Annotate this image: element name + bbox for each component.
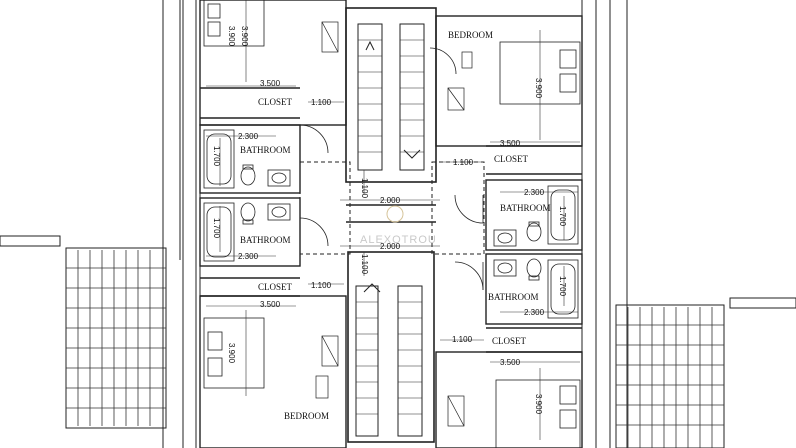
label-closet-bottom-left: CLOSET [258, 282, 293, 292]
dim-3500-b: 3.500 [500, 139, 521, 148]
dim-3900-b: 3.900 [227, 26, 236, 47]
exterior-walls-right [581, 0, 628, 448]
dim-1100-b: 1.100 [453, 158, 474, 167]
dim-3900-e: 3.900 [227, 343, 236, 364]
left-unit-walls [199, 0, 347, 448]
watermark: ALEXOTROU [360, 205, 437, 246]
dimension-lines [206, 0, 580, 440]
bed-icons [203, 0, 581, 448]
dim-1700-a: 1.700 [212, 146, 221, 167]
dim-1100-c: 1.100 [311, 281, 332, 290]
bathroom-fixtures [203, 129, 579, 319]
dim-1100-d: 1.100 [452, 335, 473, 344]
label-closet-top-left: CLOSET [258, 97, 293, 107]
right-unit-walls [435, 15, 583, 448]
left-pergola [0, 235, 167, 429]
dim-1100-e: 1.100 [360, 178, 369, 199]
dim-3500-d: 3.500 [500, 358, 521, 367]
dim-3900-a: 3.900 [240, 26, 249, 47]
label-bathroom-4: BATHROOM [488, 292, 539, 302]
label-bedroom-top-right: BEDROOM [448, 30, 493, 40]
label-closet-top-right: CLOSET [494, 154, 529, 164]
exterior-walls-left [162, 0, 201, 448]
dim-1700-c: 1.700 [558, 206, 567, 227]
label-bathroom-3: BATHROOM [500, 203, 551, 213]
label-bathroom-2: BATHROOM [240, 235, 291, 245]
dim-1100-f: 1.100 [360, 254, 369, 275]
dim-2300-c: 2.300 [524, 188, 545, 197]
dim-2300-b: 2.300 [238, 252, 259, 261]
dim-2000-b: 2.000 [380, 242, 401, 251]
staircase-bottom [347, 251, 435, 443]
watermark-text: ALEXOTROU [360, 234, 437, 246]
label-closet-bottom-right: CLOSET [492, 336, 527, 346]
closet-hatching [315, 21, 473, 427]
dim-1700-b: 1.700 [212, 218, 221, 239]
dim-3500-c: 3.500 [260, 300, 281, 309]
dim-3900-d: 3.900 [534, 394, 543, 415]
door-swings [299, 47, 484, 291]
label-bedroom-bottom-left: BEDROOM [284, 411, 329, 421]
dim-2300-a: 2.300 [238, 132, 259, 141]
label-bathroom-1: BATHROOM [240, 145, 291, 155]
dim-2300-d: 2.300 [524, 308, 545, 317]
staircase-top [345, 7, 437, 183]
dim-3900-c: 3.900 [534, 78, 543, 99]
dim-1700-d: 1.700 [558, 276, 567, 297]
right-pergola [615, 297, 796, 448]
dim-3500-a: 3.500 [260, 79, 281, 88]
dim-1100-a: 1.100 [311, 98, 332, 107]
dim-2000-a: 2.000 [380, 196, 401, 205]
